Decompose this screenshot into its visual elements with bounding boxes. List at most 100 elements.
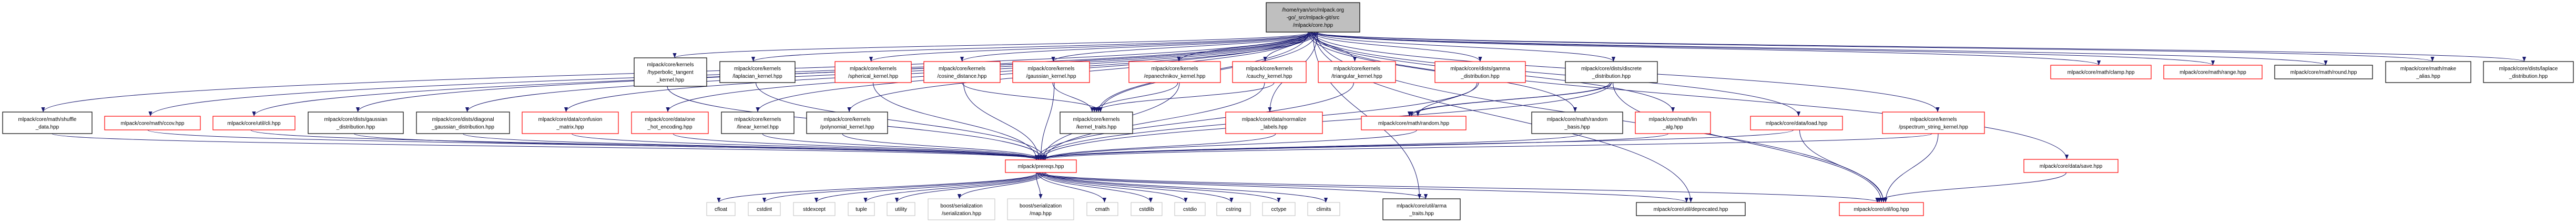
node-box <box>1225 112 1323 134</box>
edge-prereqs-to-cstdint <box>762 172 1040 203</box>
edge-root-to-cauchy <box>1263 32 1310 62</box>
node-cstdio: cstdio <box>1174 202 1206 216</box>
edge-prereqs-to-cstring <box>1042 172 1234 203</box>
node-gauk[interactable]: mlpack/core/kernels/gaussian_kernel.hpp <box>1012 61 1090 83</box>
node-utility: utility <box>887 202 915 216</box>
node-lapk[interactable]: mlpack/core/kernels/laplacian_kernel.hpp <box>719 61 796 83</box>
edge-prereqs-to-stdexcept <box>814 172 1041 203</box>
node-box <box>634 57 707 87</box>
node-box <box>1882 112 1985 134</box>
edge-load-to-prereqs <box>1039 129 1794 160</box>
node-box <box>1531 112 1623 134</box>
node-box <box>2050 65 2152 79</box>
node-alias[interactable]: mlpack/core/math/make_alias.hpp <box>2385 61 2471 83</box>
edge-prereqs-to-arma <box>1036 172 1428 199</box>
edge-prereqs-to-log <box>1039 172 1881 203</box>
edge-onehot-to-prereqs <box>673 133 1038 160</box>
node-label: mlpack/core/math/random.hpp <box>1378 121 1450 127</box>
node-label: mlpack/core/kernels/pspectrum_string_ker… <box>1899 117 1968 130</box>
node-diag[interactable]: mlpack/core/dists/diagonal_gaussian_dist… <box>416 112 510 134</box>
edge-root-to-gamma <box>1312 32 1482 62</box>
node-prereqs[interactable]: mlpack/prereqs.hpp <box>1005 159 1077 173</box>
node-cosine[interactable]: mlpack/core/kernels/cosine_distance.hpp <box>923 61 1001 83</box>
node-log[interactable]: mlpack/core/util/log.hpp <box>1839 202 1924 216</box>
node-box <box>2023 159 2119 173</box>
node-round[interactable]: mlpack/core/math/round.hpp <box>2274 65 2373 79</box>
edge-root-to-gauk <box>1051 32 1318 62</box>
node-linear[interactable]: mlpack/core/kernels/linear_kernel.hpp <box>721 112 795 134</box>
node-label: mlpack/core/util/arma_traits.hpp <box>1397 203 1447 217</box>
edge-root-to-spher <box>869 32 1315 62</box>
node-box <box>1750 116 1843 130</box>
node-label: mlpack/core/dists/discrete_distribution.… <box>1581 66 1642 79</box>
node-label: mlpack/core/math/shuffle_data.hpp <box>18 117 77 130</box>
edge-prereqs-to-bser <box>957 172 1046 199</box>
node-label: mlpack/core/kernels/kernel_traits.hpp <box>1073 117 1120 130</box>
edge-prereqs-to-climits <box>1045 172 1328 203</box>
edge-discrete-to-prereqs <box>1039 82 1612 160</box>
node-epan[interactable]: mlpack/core/kernels/epanechnikov_kernel.… <box>1128 61 1221 83</box>
node-ktraits[interactable]: mlpack/core/kernels/kernel_traits.hpp <box>1060 112 1133 134</box>
node-cstdlib: cstdlib <box>1131 202 1163 216</box>
node-label: cstdint <box>757 207 772 212</box>
node-label: boost/serialization/serialization.hpp <box>940 203 982 217</box>
node-random[interactable]: mlpack/core/math/random.hpp <box>1361 116 1467 130</box>
node-box <box>2483 61 2574 83</box>
node-rbasis[interactable]: mlpack/core/math/random_basis.hpp <box>1531 112 1623 134</box>
node-label: cstdlib <box>1139 207 1154 212</box>
node-label: mlpack/core/util/cli.hpp <box>227 121 281 127</box>
node-gamma[interactable]: mlpack/core/dists/gamma_distribution.hpp <box>1434 61 1526 83</box>
node-conf[interactable]: mlpack/core/data/confusion_matrix.hpp <box>522 112 619 134</box>
edge-root-to-epan <box>1177 32 1309 62</box>
nodes-layer: /home/ryan/src/mlpack.org-go/_src/mlpack… <box>2 2 2574 220</box>
node-box <box>1131 202 1163 216</box>
node-label: mlpack/core/dists/gaussian_distribution.… <box>324 117 387 130</box>
node-climits: climits <box>1307 202 1340 216</box>
node-laplace[interactable]: mlpack/core/dists/laplace_distribution.h… <box>2483 61 2574 83</box>
edge-root-to-clamp <box>1316 32 2101 66</box>
node-box <box>1361 116 1467 130</box>
node-cstdint: cstdint <box>748 202 781 216</box>
node-gdist[interactable]: mlpack/core/dists/gaussian_distribution.… <box>308 112 404 134</box>
node-pspec[interactable]: mlpack/core/kernels/pspectrum_string_ker… <box>1882 112 1985 134</box>
node-label: mlpack/core/math/lin_alg.hpp <box>1649 117 1697 130</box>
node-depr[interactable]: mlpack/core/util/deprecated.hpp <box>1636 202 1746 216</box>
node-box <box>706 202 736 216</box>
node-box <box>721 112 795 134</box>
node-box <box>719 61 796 83</box>
node-label: mlpack/core/kernels/epanechnikov_kernel.… <box>1144 66 1206 79</box>
edge-root-to-save <box>1314 32 2069 160</box>
node-shuffle[interactable]: mlpack/core/math/shuffle_data.hpp <box>2 112 93 134</box>
node-discrete[interactable]: mlpack/core/dists/discrete_distribution.… <box>1565 61 1658 83</box>
node-cauchy[interactable]: mlpack/core/kernels/cauchy_kernel.hpp <box>1232 61 1307 83</box>
edge-cosine-to-ktraits <box>962 82 1103 113</box>
edge-cosine-to-prereqs <box>963 82 1041 160</box>
edge-gdist-to-prereqs <box>354 133 1043 160</box>
edge-prereqs-to-cstdio <box>1041 172 1188 203</box>
edge-root-to-lapk <box>751 32 1314 62</box>
node-arma[interactable]: mlpack/core/util/arma_traits.hpp <box>1382 198 1461 220</box>
node-cli[interactable]: mlpack/core/util/cli.hpp <box>212 116 296 130</box>
node-cfloat: cfloat <box>706 202 736 216</box>
node-ccov[interactable]: mlpack/core/math/ccov.hpp <box>104 116 201 130</box>
node-box <box>1434 61 1526 83</box>
node-label: mlpack/core/kernels/laplacian_kernel.hpp <box>732 66 782 79</box>
node-box <box>806 112 888 134</box>
node-norm[interactable]: mlpack/core/data/normalize_labels.hpp <box>1225 112 1323 134</box>
node-tri[interactable]: mlpack/core/kernels/triangular_kernel.hp… <box>1318 61 1396 83</box>
node-clamp[interactable]: mlpack/core/math/clamp.hpp <box>2050 65 2152 79</box>
node-load[interactable]: mlpack/core/data/load.hpp <box>1750 116 1843 130</box>
node-save[interactable]: mlpack/core/data/save.hpp <box>2023 159 2119 173</box>
node-linalg[interactable]: mlpack/core/math/lin_alg.hpp <box>1635 112 1711 134</box>
edge-root-to-hyper <box>673 32 1312 58</box>
node-onehot[interactable]: mlpack/core/data/one_hot_encoding.hpp <box>631 112 709 134</box>
edge-poly-to-prereqs <box>842 133 1043 160</box>
edge-root-to-arma <box>1312 32 1422 199</box>
node-box <box>104 116 201 130</box>
edge-conf-to-prereqs <box>572 133 1047 160</box>
node-root: /home/ryan/src/mlpack.org-go/_src/mlpack… <box>1266 2 1360 33</box>
node-poly[interactable]: mlpack/core/kernels/polynomial_kernel.hp… <box>806 112 888 134</box>
node-hyper[interactable]: mlpack/core/kernels/hyperbolic_tangent_k… <box>634 57 707 87</box>
node-range[interactable]: mlpack/core/math/range.hpp <box>2163 65 2263 79</box>
node-spher[interactable]: mlpack/core/kernels/spherical_kernel.hpp <box>834 61 912 83</box>
